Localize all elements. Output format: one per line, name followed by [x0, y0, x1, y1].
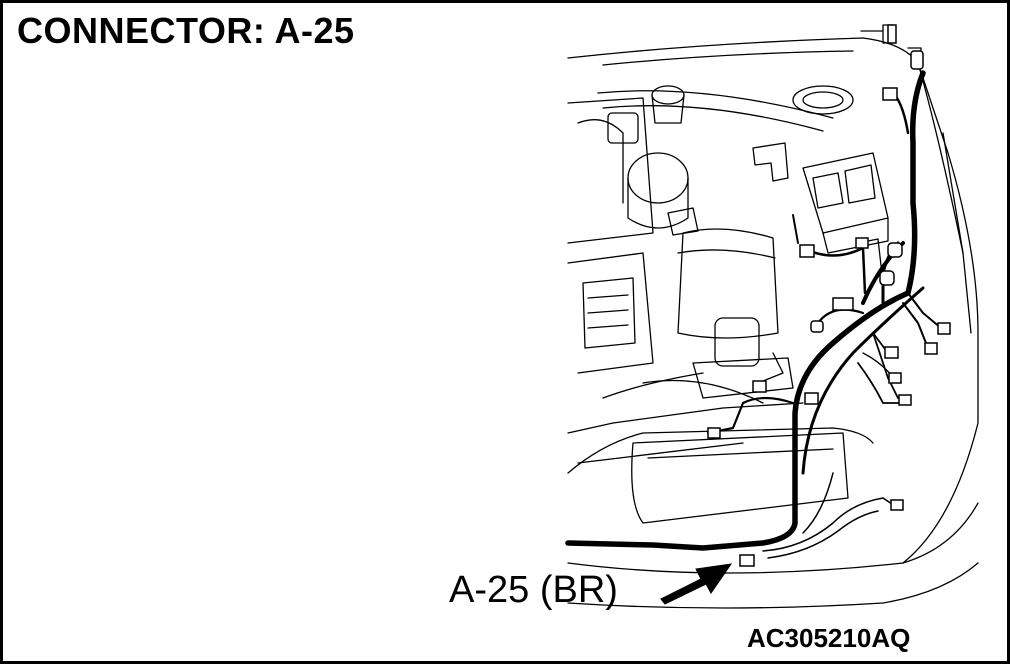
engine-bay-illustration: [565, 24, 979, 609]
figure-code: AC305210AQ: [747, 623, 911, 653]
a25-pointer-arrow: [660, 563, 733, 605]
connectors: [707, 24, 951, 567]
connector-title: CONNECTOR: A-25: [17, 10, 355, 51]
connector-callout-label: A-25 (BR): [449, 569, 618, 611]
connector-a25: [739, 554, 755, 567]
wiring-harness: [565, 70, 942, 559]
engine-bay-outline: [567, 24, 979, 609]
